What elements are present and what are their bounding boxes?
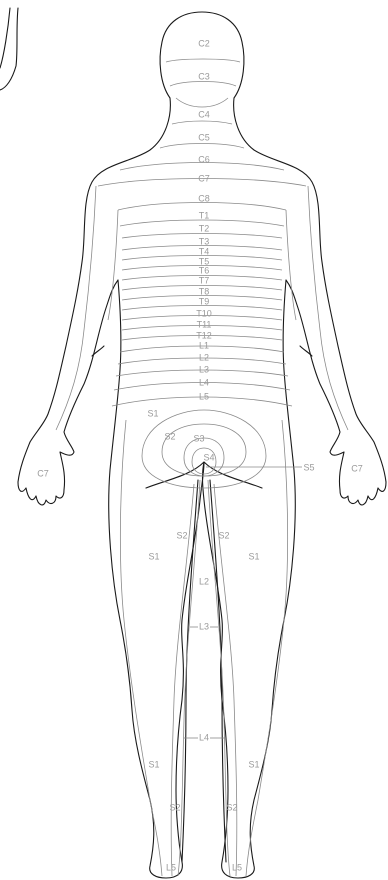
label-l5-left-foot: L5: [166, 862, 176, 872]
label-l1: L1: [199, 340, 209, 350]
label-s1-left-calf: S1: [148, 759, 159, 769]
label-s1-right-thigh: S1: [248, 551, 259, 561]
partial-arm-outline: [0, 8, 18, 90]
label-t10: T10: [196, 308, 212, 318]
label-s2-right-thigh: S2: [218, 530, 229, 540]
label-t6: T6: [199, 265, 210, 275]
left-elbow-crease: [92, 346, 104, 356]
label-s1-left-thigh: S1: [148, 551, 159, 561]
label-t1: T1: [199, 210, 210, 220]
label-s1-right-calf: S1: [248, 759, 259, 769]
right-side-outline: [203, 98, 387, 878]
label-t7: T7: [199, 275, 210, 285]
label-c7-right-hand: C7: [351, 463, 363, 473]
label-c6: C6: [198, 154, 210, 164]
label-t3: T3: [199, 236, 210, 246]
label-s2-buttock: S2: [164, 431, 175, 441]
label-l3-knee: L3: [199, 621, 209, 631]
label-t11: T11: [197, 319, 212, 329]
label-l5-right-foot: L5: [232, 862, 242, 872]
label-l5-back: L5: [199, 391, 209, 401]
label-t12: T12: [196, 330, 212, 340]
label-s5: S5: [303, 462, 314, 472]
label-c7-left-hand: C7: [37, 468, 49, 478]
label-l4-back: L4: [199, 377, 209, 387]
label-c7: C7: [198, 173, 210, 183]
label-l2-thigh: L2: [199, 576, 209, 586]
label-s2-right-ankle: S2: [226, 802, 237, 812]
label-l2-back: L2: [199, 352, 209, 362]
label-l4-calf: L4: [199, 732, 209, 742]
label-s3: S3: [193, 433, 204, 443]
label-s2-left-thigh: S2: [176, 530, 187, 540]
label-c3: C3: [198, 71, 210, 81]
right-elbow-crease: [300, 346, 312, 356]
label-s1-buttock: S1: [147, 408, 158, 418]
dermatome-labels: C2 C3 C4 C5 C6 C7 C8 T1 T2 T3 T4 T5 T6 T…: [37, 38, 363, 872]
label-c5: C5: [198, 132, 210, 142]
label-c8: C8: [198, 193, 210, 203]
label-t4: T4: [199, 246, 210, 256]
label-s2-left-ankle: S2: [169, 802, 180, 812]
label-s4: S4: [203, 452, 214, 462]
label-t2: T2: [199, 223, 210, 233]
label-c4: C4: [198, 109, 210, 119]
label-l3-back: L3: [199, 364, 209, 374]
label-t9: T9: [199, 296, 210, 306]
label-t8: T8: [199, 286, 210, 296]
label-c2: C2: [198, 38, 210, 48]
left-side-outline: [18, 98, 204, 878]
